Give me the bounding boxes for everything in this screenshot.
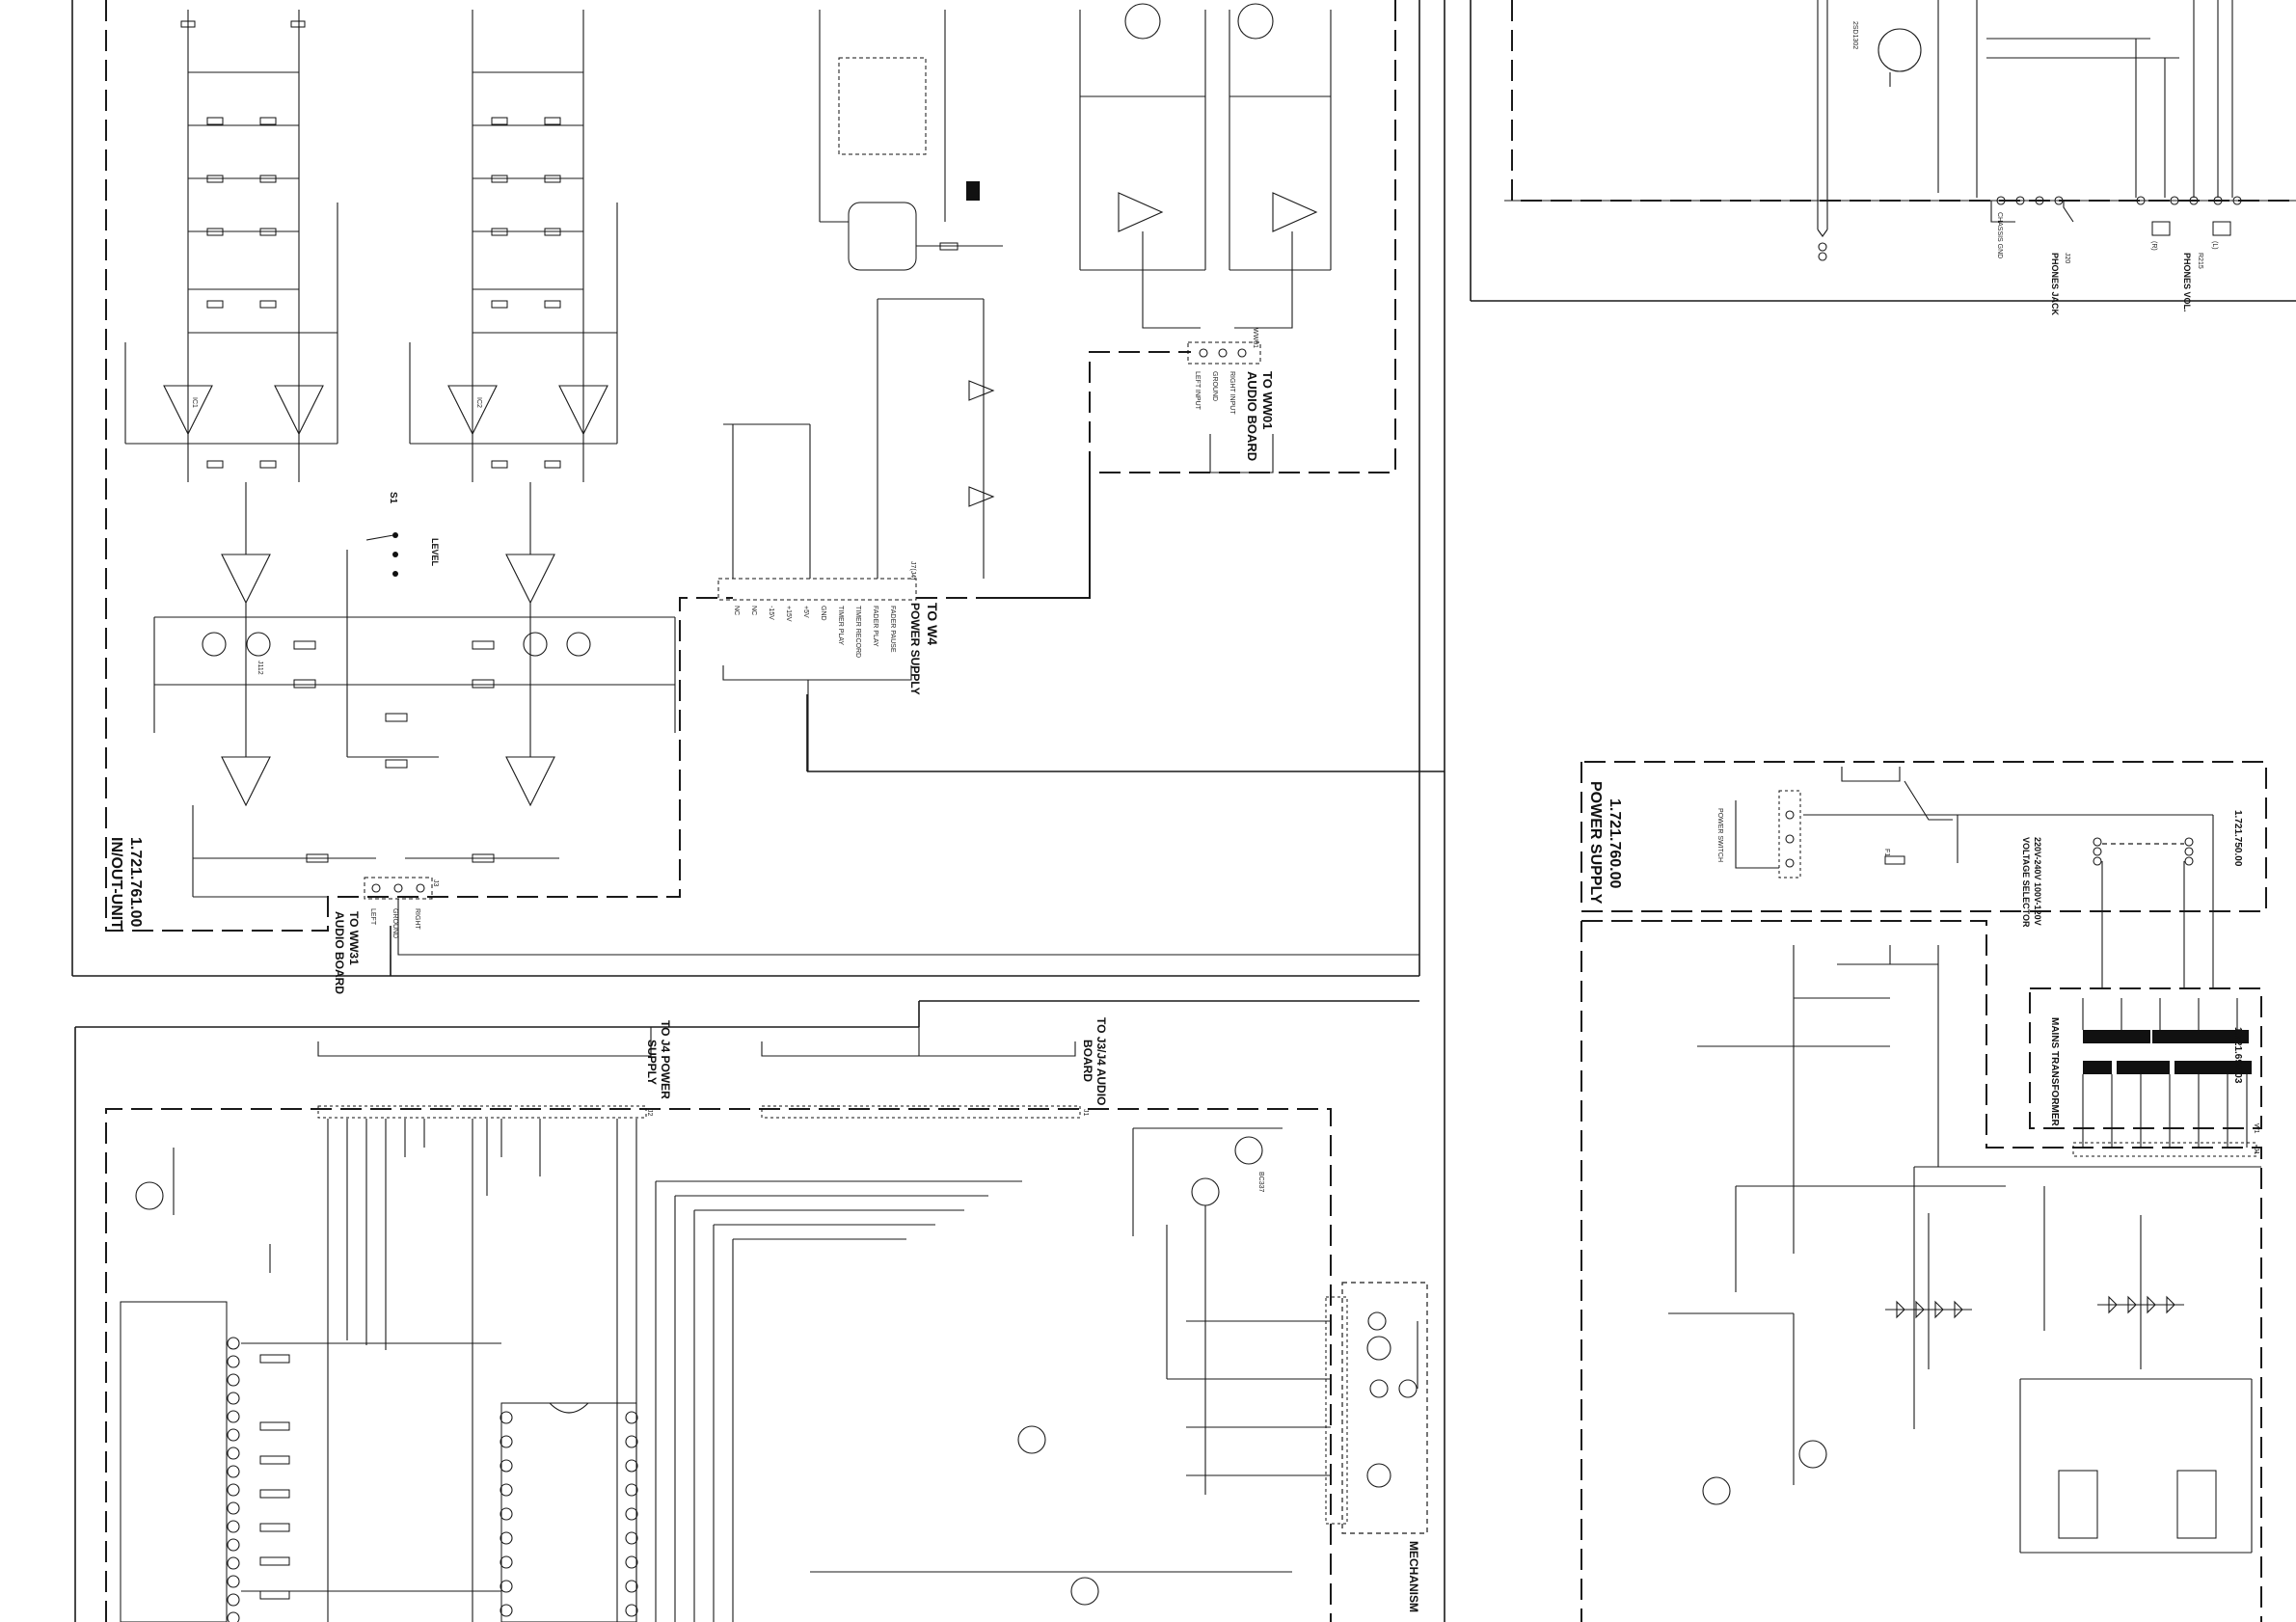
jack-ref-label: J20 [2064,253,2070,263]
to-w4-pin: TIMER PLAY [837,606,844,645]
to-ww01-pin: GROUND [1211,371,1218,401]
to-ww31-subtitle: AUDIO BOARD [333,911,346,994]
to-j4-ref: J2 [646,1109,653,1117]
transformer-name: MAINS TRANSFORMER [2049,1017,2060,1127]
to-w4-pin: -15V [768,606,774,620]
j1-label: J1 [2253,1148,2259,1155]
to-w4-pin: GND [820,606,826,621]
chassis-gnd-label: CHASSIS GND [1996,212,2003,258]
power-supply-circuit [1668,767,2261,1554]
to-w4-pin: FADER PAUSE [889,606,896,653]
to-ww31-pin: RIGHT [414,908,420,931]
to-w4-title: TO W4 [925,603,940,645]
xlr-input-circuit [1079,3,1332,473]
ic-ref-b-label: IC2 [475,397,482,408]
to-ww31-pin: LEFT [369,908,376,926]
ic-ref-a-label: IC1 [191,397,198,408]
to-ww31-title: TO WW31 [347,911,361,965]
to-w4-pins: NC NC -15V +15V +5V GND TIMER PLAY TIMER… [733,606,896,658]
transistor-ref-label: BC337 [1257,1172,1264,1193]
fuse-label: F1 [1883,849,1890,856]
in-out-unit-circuit [124,10,1419,976]
to-w4-pin: FADER PLAY [872,606,878,647]
to-ww31-ref: J3 [432,879,439,887]
to-j4-subtitle: SUPPLY [645,1040,659,1085]
phones-vol-label: PHONES VOL. [2182,253,2192,312]
level-label: LEVEL [430,538,440,567]
transformer-board-id: 1.721.690.03 [2232,1027,2243,1084]
top-right-board-id: 1.721.750.00 [2232,810,2243,867]
phones-ref-r: (R) [2150,241,2157,251]
control-board-circuit [120,1027,1418,1622]
board-labels: 1.721.761.00 IN/OUT-UNIT 1.721.760.00 PO… [108,21,2259,1612]
phones-jack-label: PHONES JACK [2050,253,2060,316]
to-j4-title: TO J4 POWER [659,1020,672,1099]
in-out-board-id: 1.721.761.00 [127,837,144,928]
to-j3-subtitle: BOARD [1081,1040,1094,1082]
to-w4-pin: +5V [802,606,809,618]
phones-ref-l: (L) [2211,241,2218,250]
w1-label: W1 [2253,1123,2259,1134]
switch-s1-label: S1 [388,492,398,504]
to-ww01-subtitle: AUDIO BOARD [1245,371,1259,461]
power-supply-board-name: POWER SUPPLY [1587,781,1604,905]
power-supply-board-id: 1.721.760.00 [1607,798,1623,889]
to-w4-pin: TIMER RECORD [854,606,861,658]
voltage-options-label: 220V-240V 100V-120V [2033,837,2042,926]
in-out-board-name: IN/OUT-UNIT [108,837,124,930]
to-w4-pin: NC [733,606,740,615]
power-switch-label: POWER SWITCH [1716,808,1723,862]
mechanism-label: MECHANISM [1407,1541,1420,1612]
to-ww01-pin: RIGHT INPUT [1229,371,1235,415]
to-w4-subtitle: POWER SUPPLY [908,603,922,695]
voltage-selector-label: VOLTAGE SELECTOR [2021,837,2031,928]
to-ww01-pin: LEFT INPUT [1194,371,1201,411]
to-w4-pin: +15V [785,606,792,622]
to-ww01-title: TO WW01 [1260,371,1275,429]
fet-ref-label: J112 [257,661,263,675]
to-j3-title: TO J3/J4 AUDIO [1094,1017,1108,1105]
timer-circuit [717,10,1191,771]
to-ww01-ref: WW01 [1252,328,1258,348]
trans-2sd-label: 2SD1302 [1851,21,1858,49]
phones-circuit [1504,0,2296,261]
to-j3-ref: J1 [1082,1109,1089,1117]
to-w4-ref: J7(J4) [909,561,916,580]
to-w4-pin: NC [750,606,757,615]
to-ww31-pin: GROUND [392,908,398,938]
pot-ref-label: R215 [2197,253,2203,269]
